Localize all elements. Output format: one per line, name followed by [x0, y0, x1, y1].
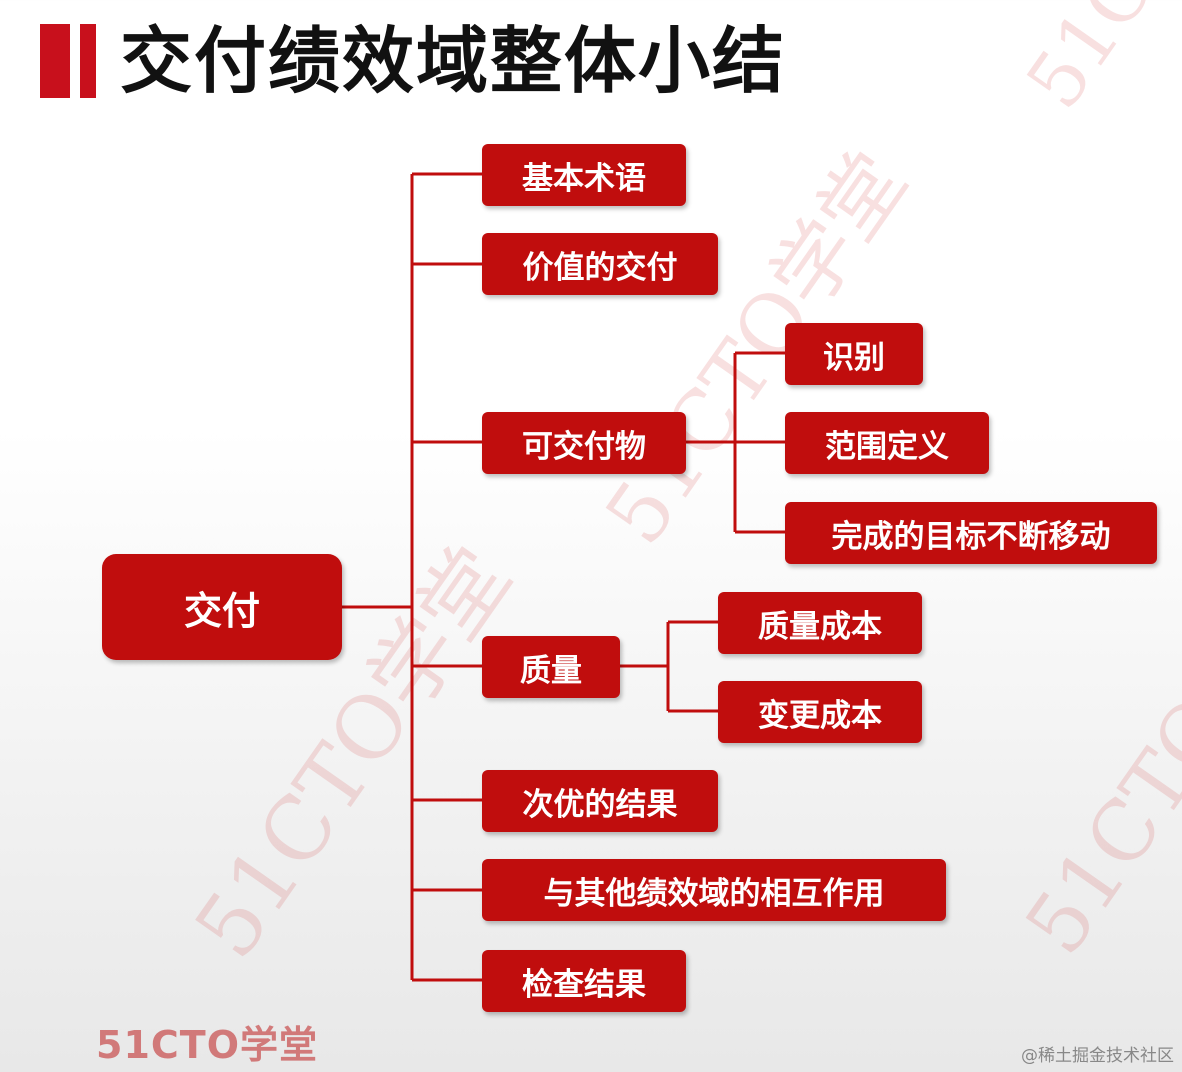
root-node: 交付	[102, 554, 342, 660]
branch-node: 基本术语	[482, 144, 686, 206]
branch-node: 质量	[482, 636, 620, 698]
page-title: 交付绩效域整体小结	[120, 19, 787, 103]
source-credit: @稀土掘金技术社区	[1021, 1046, 1174, 1066]
sub-node: 范围定义	[785, 412, 989, 474]
title-accent-bar	[40, 24, 100, 98]
branch-node: 与其他绩效域的相互作用	[482, 859, 946, 921]
branch-node: 价值的交付	[482, 233, 718, 295]
sub-node: 完成的目标不断移动	[785, 502, 1157, 564]
branch-node: 可交付物	[482, 412, 686, 474]
branch-node: 次优的结果	[482, 770, 718, 832]
branch-node: 检查结果	[482, 950, 686, 1012]
sub-node: 识别	[785, 323, 923, 385]
brand-logo: 51CTO学堂	[96, 1023, 318, 1067]
sub-node: 变更成本	[718, 681, 922, 743]
sub-node: 质量成本	[718, 592, 922, 654]
